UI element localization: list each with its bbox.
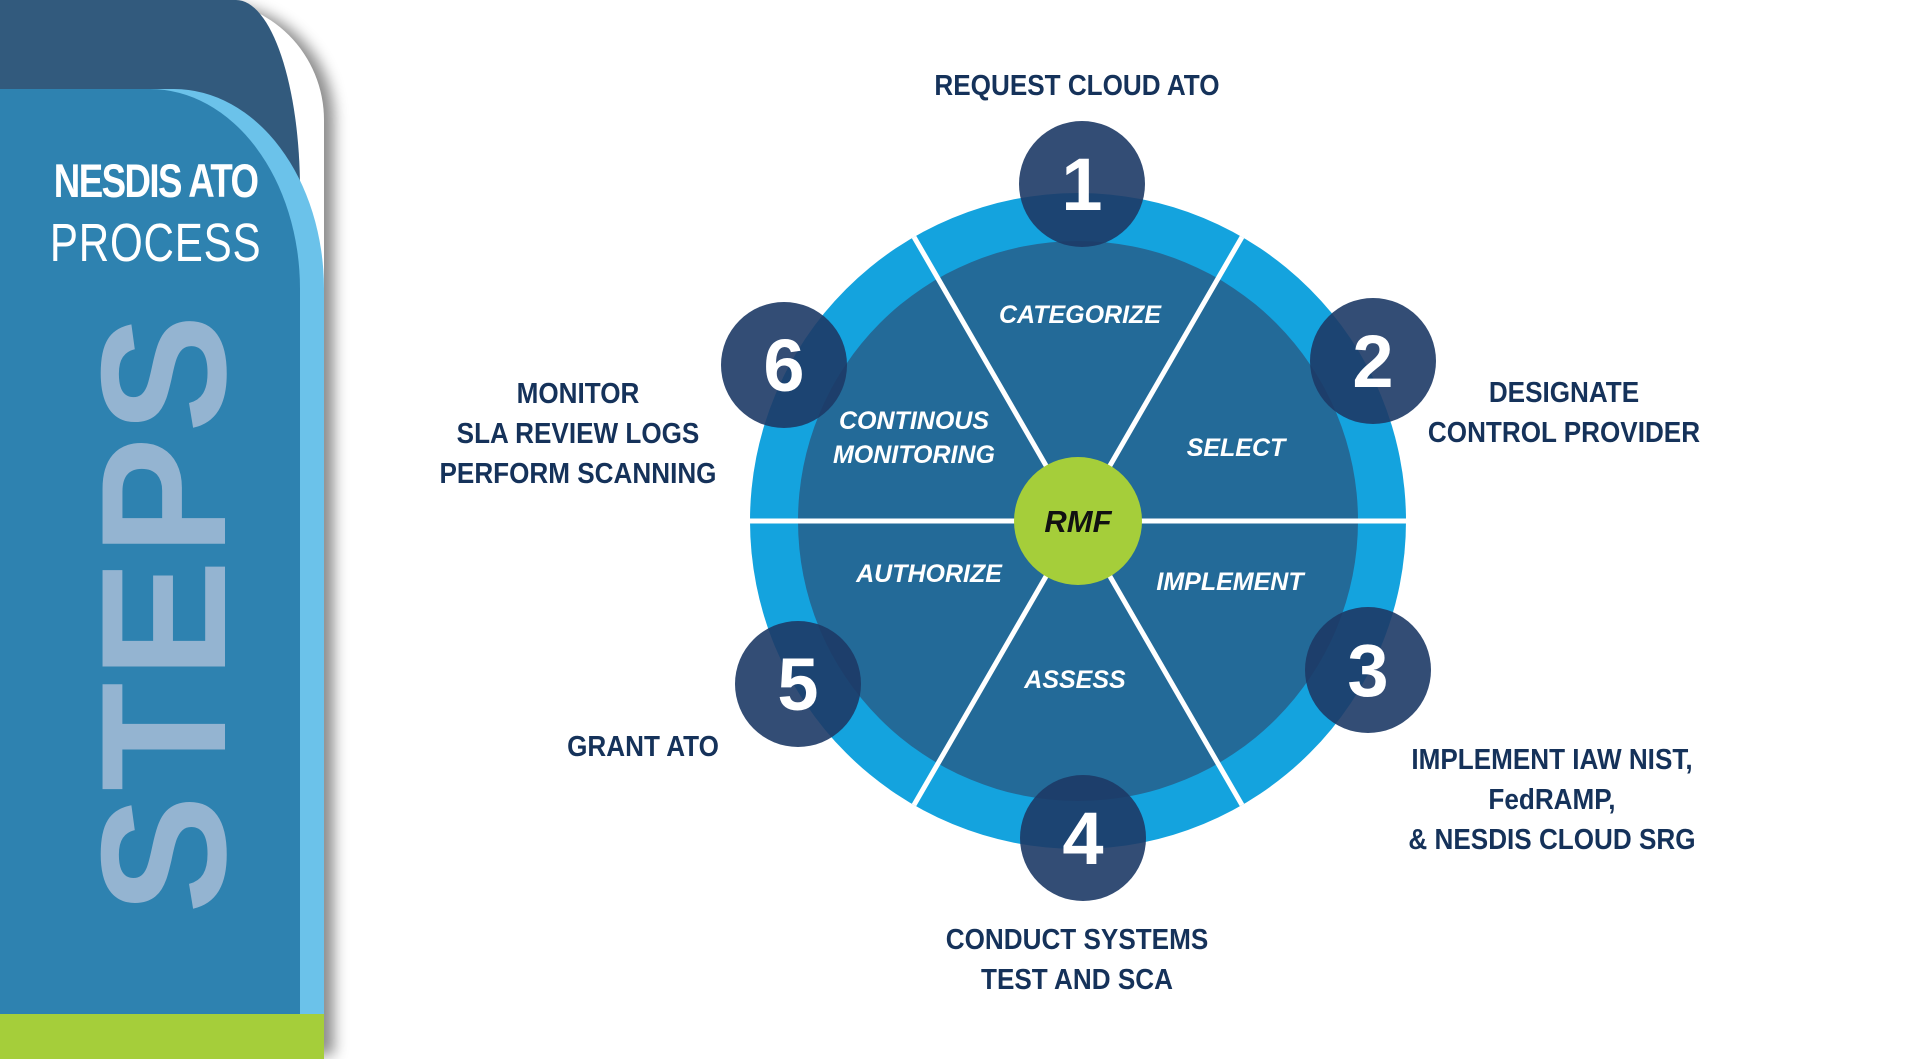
- step-circle-5: 5: [735, 621, 861, 747]
- step-number: 5: [777, 643, 818, 726]
- step-label-line: MONITOR: [516, 378, 640, 410]
- step-label-1: REQUEST CLOUD ATO: [934, 66, 1219, 106]
- sidebar-panel: [0, 89, 300, 1059]
- segment-label-select: SELECT: [1187, 434, 1288, 462]
- segment-label-authorize: AUTHORIZE: [855, 560, 1003, 588]
- step-label-4: CONDUCT SYSTEMS TEST AND SCA: [946, 920, 1208, 1000]
- step-label-line: CONTROL PROVIDER: [1427, 417, 1701, 449]
- step-label-line: DESIGNATE: [1488, 377, 1640, 409]
- step-circle-bg: [1305, 607, 1431, 733]
- step-label-2: DESIGNATE CONTROL PROVIDER: [1428, 373, 1700, 453]
- step-circle-3: 3: [1305, 607, 1431, 733]
- sidebar-subtitle: PROCESS: [49, 213, 262, 273]
- step-label-6: MONITOR SLA REVIEW LOGS PERFORM SCANNING: [440, 374, 717, 494]
- step-label-line: & NESDIS CLOUD SRG: [1408, 824, 1696, 856]
- step-circle-bg: [1020, 775, 1146, 901]
- step-label-line: PERFORM SCANNING: [439, 458, 717, 490]
- segment-label-continuous-monitoring: MONITORING: [833, 441, 995, 469]
- step-circle-6: 6: [721, 302, 847, 428]
- step-number: 6: [763, 324, 804, 407]
- step-number-circles: 1 2 3 4 5 6: [721, 121, 1436, 901]
- step-number: 3: [1347, 629, 1388, 712]
- sidebar-green-bar: [0, 1014, 324, 1059]
- step-number: 2: [1352, 320, 1393, 403]
- segment-label-continuous-monitoring: CONTINOUS: [839, 407, 989, 435]
- sidebar-title: NESDIS ATO: [53, 154, 259, 207]
- step-circle-1: 1: [1019, 121, 1145, 247]
- step-label-line: SLA REVIEW LOGS: [456, 418, 700, 450]
- segment-label-implement: IMPLEMENT: [1156, 568, 1306, 596]
- rmf-hub: [1014, 457, 1142, 585]
- step-label-line: TEST AND SCA: [981, 964, 1173, 996]
- step-circle-bg: [721, 302, 847, 428]
- step-circle-2: 2: [1310, 298, 1436, 424]
- rmf-hub-label: RMF: [1044, 504, 1112, 539]
- step-label-line: IMPLEMENT IAW NIST,: [1411, 744, 1693, 776]
- segment-labels: CATEGORIZE SELECT IMPLEMENT ASSESS AUTHORIZE…: [833, 301, 1306, 694]
- step-number: 4: [1062, 797, 1103, 880]
- step-label-line: REQUEST CLOUD ATO: [934, 70, 1220, 102]
- step-circle-4: 4: [1020, 775, 1146, 901]
- step-circle-bg: [735, 621, 861, 747]
- step-label-3: IMPLEMENT IAW NIST, FedRAMP, & NESDIS CLOU…: [1408, 740, 1695, 860]
- segment-label-categorize: CATEGORIZE: [999, 301, 1162, 329]
- step-number: 1: [1061, 143, 1102, 226]
- step-label-5: GRANT ATO: [567, 727, 719, 767]
- step-circle-bg: [1019, 121, 1145, 247]
- step-label-line: FedRAMP,: [1488, 784, 1616, 816]
- segment-label-assess: ASSESS: [1023, 666, 1126, 694]
- step-label-line: CONDUCT SYSTEMS: [945, 924, 1209, 956]
- step-label-line: GRANT ATO: [567, 731, 719, 763]
- step-circle-bg: [1310, 298, 1436, 424]
